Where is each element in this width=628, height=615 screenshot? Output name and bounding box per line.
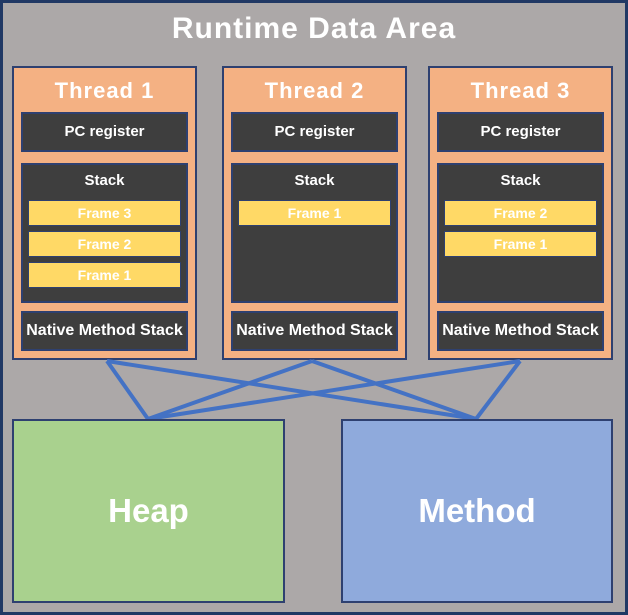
thread-1-pc-register-box: PC register bbox=[21, 112, 188, 152]
connector-line-t3-method bbox=[474, 359, 522, 421]
thread-3-stack-label: Stack bbox=[500, 172, 541, 189]
thread-3-stack-box: Stack Frame 2 Frame 1 bbox=[437, 163, 604, 303]
thread-1-stack-box: Stack Frame 3 Frame 2 Frame 1 bbox=[21, 163, 188, 303]
thread-2-stack-label: Stack bbox=[294, 172, 335, 189]
thread-1-panel: Thread 1 PC register Stack Frame 3 Frame… bbox=[12, 66, 197, 360]
thread-1-frame-2: Frame 2 bbox=[28, 231, 181, 257]
heap-box: Heap bbox=[12, 419, 285, 603]
thread-3-panel: Thread 3 PC register Stack Frame 2 Frame… bbox=[428, 66, 613, 360]
thread-1-stack-label: Stack bbox=[84, 172, 125, 189]
thread-3-frame-2: Frame 2 bbox=[444, 200, 597, 226]
thread-2-pc-register-box: PC register bbox=[231, 112, 398, 152]
thread-3-pc-register-box: PC register bbox=[437, 112, 604, 152]
thread-3-native-method-stack-box: Native Method Stack bbox=[437, 311, 604, 351]
method-label: Method bbox=[418, 492, 536, 529]
thread-1-title: Thread 1 bbox=[54, 78, 155, 103]
thread-2-title: Thread 2 bbox=[264, 78, 365, 103]
page-title: Runtime Data Area bbox=[171, 12, 457, 45]
connector-line-t1-method bbox=[106, 359, 477, 421]
heap-label: Heap bbox=[108, 492, 189, 529]
method-box: Method bbox=[341, 419, 613, 603]
thread-3-title: Thread 3 bbox=[470, 78, 571, 103]
connector-line-t3-heap bbox=[147, 359, 521, 421]
thread-2-panel: Thread 2 PC register Stack Frame 1 Nativ… bbox=[222, 66, 407, 360]
connector-line-t2-heap bbox=[147, 359, 313, 421]
thread-1-frame-1: Frame 1 bbox=[28, 262, 181, 288]
connector-line-t1-heap bbox=[105, 359, 150, 421]
thread-3-frame-1: Frame 1 bbox=[444, 231, 597, 257]
thread-2-frame-1: Frame 1 bbox=[238, 200, 391, 226]
thread-2-native-method-stack-box: Native Method Stack bbox=[231, 311, 398, 351]
thread-1-native-method-stack-box: Native Method Stack bbox=[21, 311, 188, 351]
thread-2-stack-box: Stack Frame 1 bbox=[231, 163, 398, 303]
thread-1-frame-3: Frame 3 bbox=[28, 200, 181, 226]
connector-line-t2-method bbox=[311, 359, 477, 421]
